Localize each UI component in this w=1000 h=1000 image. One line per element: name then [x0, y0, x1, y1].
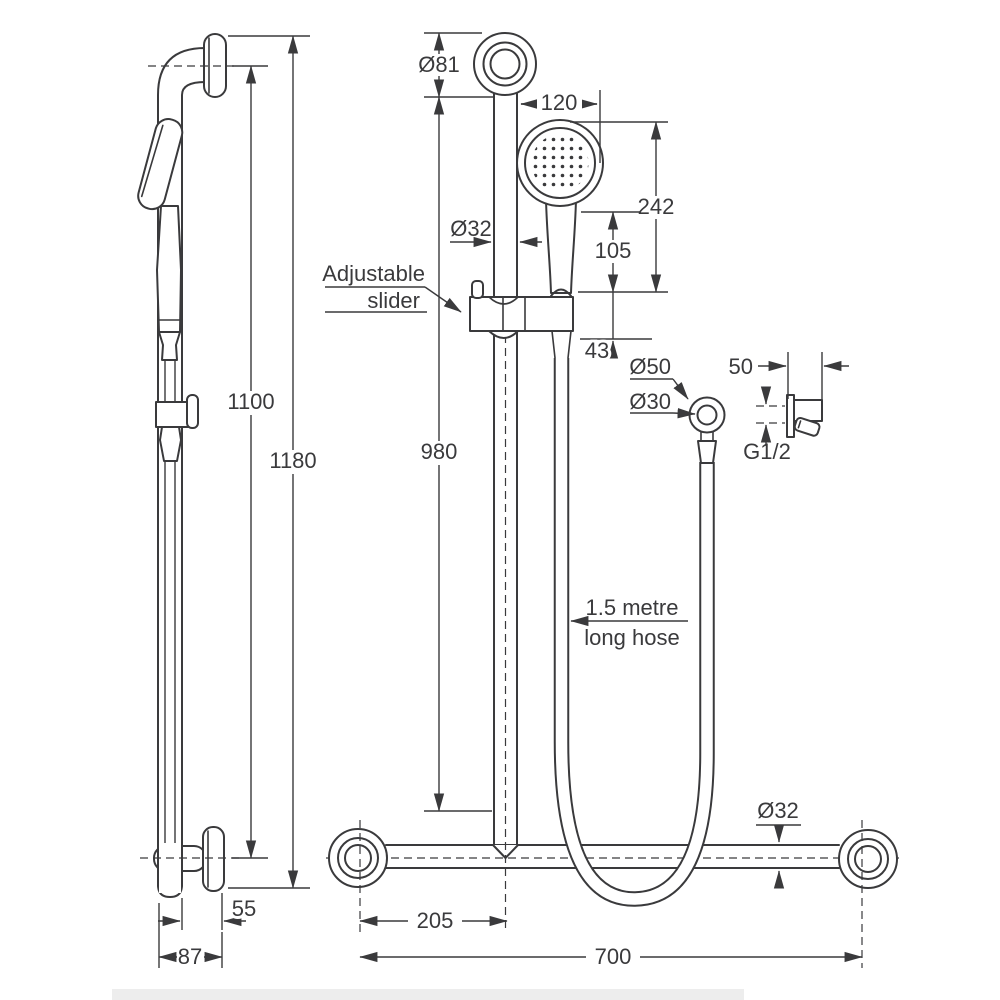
dimension-55-label: 55 — [232, 896, 256, 921]
adjustable-slider-label-2: slider — [367, 288, 420, 313]
dimension-980: 980 — [417, 96, 492, 812]
dimension-1100-label: 1100 — [227, 389, 274, 414]
dimension-50-outlet-label: 50 — [729, 354, 753, 379]
top-flange — [473, 32, 537, 96]
dimension-120-label: 120 — [541, 90, 578, 115]
dimension-50-ring-label: Ø50 — [629, 354, 671, 379]
dimension-105-label: 105 — [595, 238, 632, 263]
slider-knob — [471, 280, 484, 299]
handset-handle — [545, 199, 577, 294]
dimension-32-grab-rail-label: Ø32 — [757, 798, 799, 823]
dimension-1180-label: 1180 — [269, 448, 316, 473]
hose-ring-connector — [688, 396, 726, 464]
dimension-43-label: 43 — [585, 338, 609, 363]
dimension-205: 205 — [359, 820, 508, 933]
wall-outlet-detail — [786, 394, 823, 438]
dimension-87: 87 — [158, 903, 223, 969]
dimension-242: 242 — [570, 121, 678, 293]
dimension-242-label: 242 — [638, 194, 675, 219]
side-view — [137, 33, 240, 898]
side-slider — [155, 394, 199, 462]
dimension-81-label: Ø81 — [418, 52, 460, 77]
dimension-50-ring: Ø50 — [629, 354, 689, 400]
side-slider-knob — [186, 394, 199, 429]
dimension-700: 700 — [359, 820, 863, 969]
hose-nut — [697, 440, 717, 464]
dimension-1100: 1100 — [226, 65, 276, 859]
dimension-50-outlet: 50 — [729, 352, 849, 410]
dimension-700-label: 700 — [595, 944, 632, 969]
dimension-87-label: 87 — [178, 944, 202, 969]
dimension-43: 43 — [580, 292, 652, 366]
hose-label-2: long hose — [584, 625, 679, 650]
dimension-g12-label: G1/2 — [743, 439, 791, 464]
dimension-81: Ø81 — [417, 32, 494, 98]
dimension-30-ring: Ø30 — [629, 389, 696, 419]
hose — [551, 330, 715, 907]
hose-callout: 1.5 metre long hose — [570, 595, 688, 650]
dimension-55: 55 — [158, 893, 259, 930]
dimension-1180: 1180 — [228, 35, 318, 889]
hose-nut-dome — [550, 288, 572, 297]
dimension-105: 105 — [581, 211, 641, 293]
front-view — [326, 32, 899, 932]
outlet-wall-plate — [786, 394, 795, 438]
adjustable-slider-callout: Adjustable slider — [322, 261, 462, 313]
dimension-32-rail: Ø32 — [450, 216, 542, 248]
hose-label-1: 1.5 metre — [586, 595, 679, 620]
dimension-32-rail-label: Ø32 — [450, 216, 492, 241]
dimension-120: 120 — [520, 90, 601, 163]
slider-block — [469, 280, 574, 339]
adjustable-slider-label-1: Adjustable — [322, 261, 425, 286]
hose-inner — [555, 358, 713, 905]
grab-rail-flange-right — [838, 829, 898, 889]
dimension-980-label: 980 — [421, 439, 458, 464]
dimension-32-grab-rail: Ø32 — [756, 798, 801, 889]
side-bottom-flange — [202, 826, 225, 892]
side-hose-connector — [158, 331, 181, 361]
dimension-205-label: 205 — [417, 908, 454, 933]
dimension-g12: G1/2 — [743, 386, 791, 464]
dimension-30-ring-label: Ø30 — [629, 389, 671, 414]
side-handset-handle — [156, 205, 182, 333]
shower-head-face — [531, 134, 589, 192]
grab-rail — [326, 844, 899, 869]
side-handset — [137, 118, 184, 361]
footer-strip — [112, 989, 744, 1000]
grab-rail-flange-left — [328, 828, 388, 888]
shower-head — [516, 119, 604, 207]
dimensions: 1100 1180 55 87 — [158, 32, 863, 969]
